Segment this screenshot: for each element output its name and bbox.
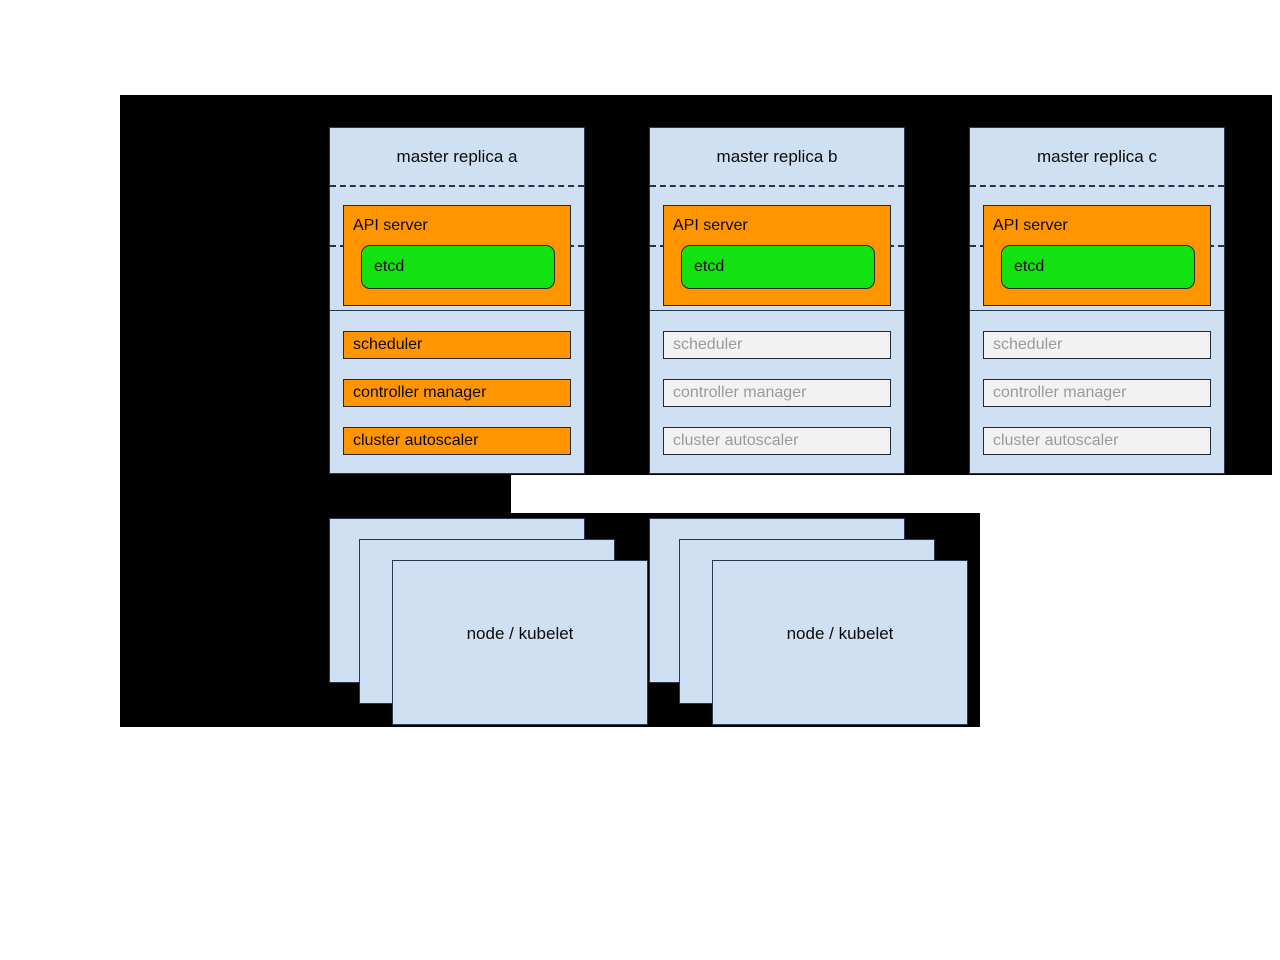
node-group-1-card-front[interactable]: node / kubelet [392,560,648,725]
backdrop-left-spur [120,475,511,513]
replica-c-api-server-label: API server [993,217,1068,234]
replica-a-api-server-label: API server [353,217,428,234]
replica-c-divider-bottom [970,310,1224,311]
replica-c-controller-manager[interactable]: controller manager [983,379,1211,407]
replica-b-controller-manager[interactable]: controller manager [663,379,891,407]
replica-b-api-server-label: API server [673,217,748,234]
replica-a-cluster-autoscaler[interactable]: cluster autoscaler [343,427,571,455]
replica-a-divider-top [330,185,584,187]
replica-b-scheduler[interactable]: scheduler [663,331,891,359]
replica-c-etcd-box[interactable]: etcd [1001,245,1195,289]
node-group-2-label: node / kubelet [786,624,894,643]
replica-a-divider-bottom [330,310,584,311]
master-replica-b[interactable]: master replica b API server etcd schedul… [649,127,905,474]
replica-c-api-server-box[interactable]: API server etcd [983,205,1211,306]
master-replica-a[interactable]: master replica a API server etcd schedul… [329,127,585,474]
replica-a-title: master replica a [396,147,518,166]
replica-a-etcd-box[interactable]: etcd [361,245,555,289]
replica-b-cluster-autoscaler[interactable]: cluster autoscaler [663,427,891,455]
replica-b-divider-top [650,185,904,187]
replica-b-divider-bottom [650,310,904,311]
replica-c-title: master replica c [1037,147,1157,166]
node-group-2-card-front[interactable]: node / kubelet [712,560,968,725]
replica-b-title: master replica b [716,147,838,166]
node-group-1-label: node / kubelet [466,624,574,643]
replica-a-controller-manager[interactable]: controller manager [343,379,571,407]
replica-a-scheduler[interactable]: scheduler [343,331,571,359]
replica-b-api-server-box[interactable]: API server etcd [663,205,891,306]
replica-c-cluster-autoscaler[interactable]: cluster autoscaler [983,427,1211,455]
replica-b-etcd-box[interactable]: etcd [681,245,875,289]
replica-a-api-server-box[interactable]: API server etcd [343,205,571,306]
replica-c-divider-top [970,185,1224,187]
master-replica-c[interactable]: master replica c API server etcd schedul… [969,127,1225,474]
replica-c-scheduler[interactable]: scheduler [983,331,1211,359]
